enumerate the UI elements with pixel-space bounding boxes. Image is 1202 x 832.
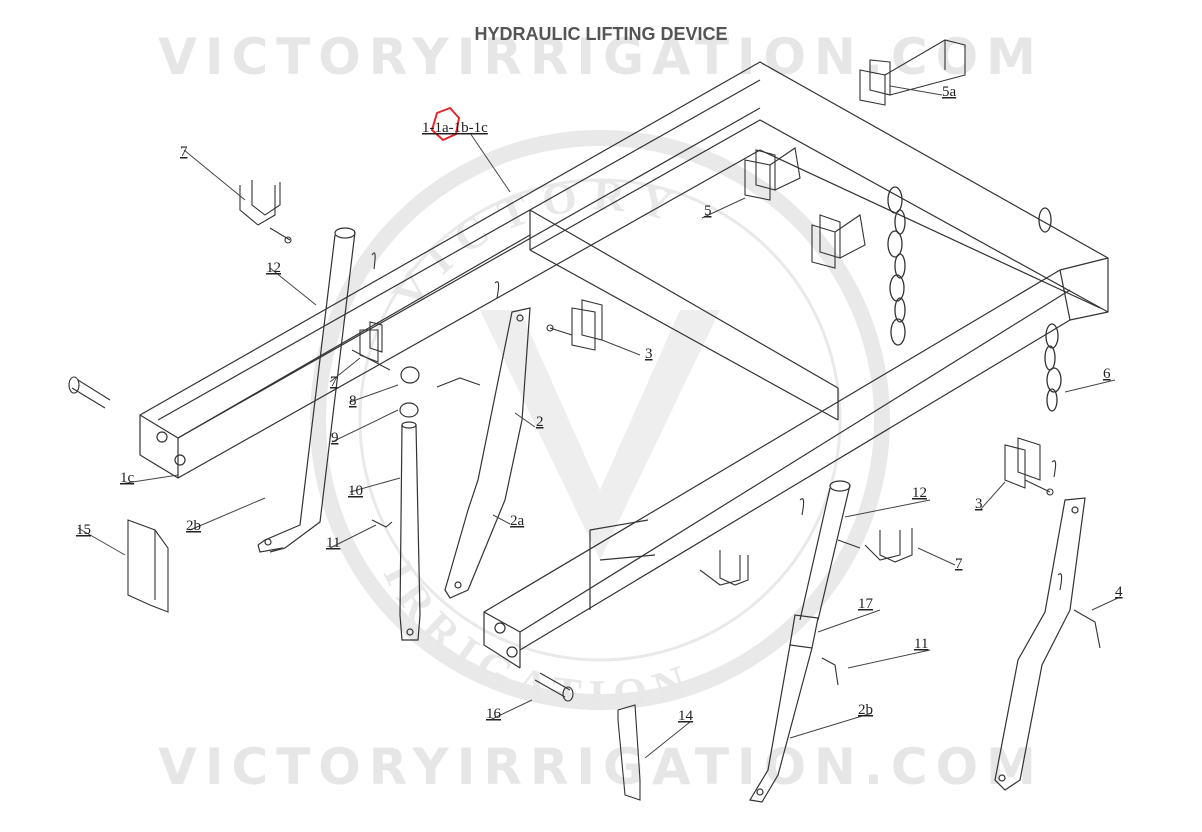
clevis-part-7-mid (351, 321, 391, 371)
strut-part-12-left (257, 227, 356, 553)
leader-lines (77, 85, 1121, 759)
callout-12-right[interactable]: 12 (912, 485, 927, 501)
callout-3-right[interactable]: 3 (975, 496, 983, 512)
callout-15[interactable]: 15 (76, 522, 91, 538)
chain-part-6 (887, 186, 1062, 412)
callout-4[interactable]: 4 (1115, 584, 1123, 600)
callout-9[interactable]: 9 (331, 430, 339, 446)
callout-6[interactable]: 6 (1103, 366, 1111, 382)
callout-2b-right[interactable]: 2b (858, 702, 873, 718)
strut-part-10 (399, 366, 421, 641)
clevis-part-3-center (546, 299, 603, 351)
bracket-part-5a (859, 39, 966, 106)
callout-7-top[interactable]: 7 (180, 144, 188, 160)
pins-and-bolts (68, 252, 1101, 702)
plate-part-14 (617, 704, 641, 801)
bracket-part-5 (744, 147, 866, 269)
highlight-hexagon-icon (430, 106, 461, 142)
clevis-part-7-top (239, 180, 292, 244)
clevis-part-lower-center (699, 550, 749, 586)
callout-5a[interactable]: 5a (942, 84, 957, 100)
callout-2a[interactable]: 2a (510, 513, 525, 529)
callout-10[interactable]: 10 (348, 483, 363, 499)
callout-7-right[interactable]: 7 (955, 556, 963, 572)
callout-2b-left[interactable]: 2b (186, 518, 201, 534)
strut-part-2 (444, 307, 531, 599)
callout-5[interactable]: 5 (704, 203, 712, 219)
strut-part-12-right (799, 480, 851, 621)
plate-part-15 (127, 519, 169, 613)
callout-3-center[interactable]: 3 (645, 346, 653, 362)
callout-7-mid[interactable]: 7 (330, 374, 338, 390)
page-title: HYDRAULIC LIFTING DEVICE (474, 24, 728, 44)
callout-14[interactable]: 14 (678, 708, 694, 724)
strut-part-right (994, 497, 1086, 791)
strut-part-17 (749, 614, 819, 803)
callout-12-left[interactable]: 12 (266, 260, 281, 276)
watermark-bottom-text: VICTORYIRRIGATION.COM (158, 738, 1044, 796)
callout-11-left[interactable]: 11 (326, 535, 340, 551)
watermark-arc-bottom: IRRIGATION (374, 554, 703, 721)
clevis-part-7-right (837, 528, 913, 563)
callout-17[interactable]: 17 (858, 596, 874, 612)
callout-2[interactable]: 2 (536, 414, 544, 430)
callout-16[interactable]: 16 (486, 706, 502, 722)
clevis-part-3-right (1004, 437, 1054, 496)
frame-assembly (139, 61, 1109, 669)
callout-1c[interactable]: 1c (120, 470, 135, 486)
callout-11-right[interactable]: 11 (914, 636, 928, 652)
callout-1-1a-1b-1c[interactable]: 1-1a-1b-1c (422, 120, 488, 136)
watermark-seal (310, 130, 890, 710)
callout-8[interactable]: 8 (349, 393, 357, 409)
